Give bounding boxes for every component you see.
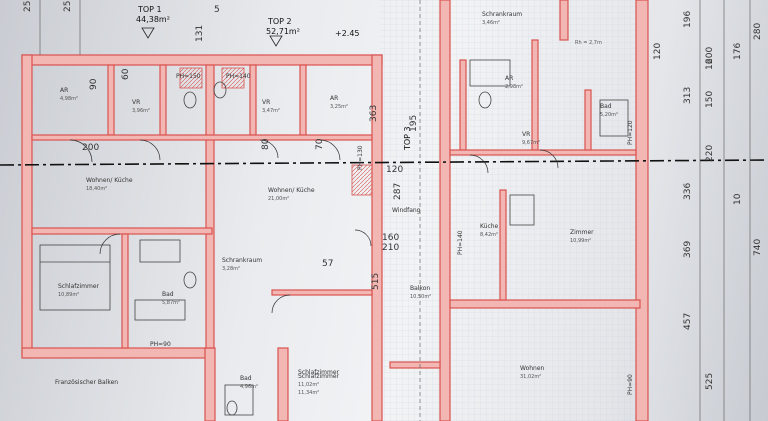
hatched-columns xyxy=(179,67,373,196)
room-area: 9,67m² xyxy=(522,140,540,146)
dim: 57 xyxy=(322,259,333,269)
top2-label: TOP 2 xyxy=(267,17,292,26)
room-area: 31,02m² xyxy=(520,374,541,380)
room-name: Bad xyxy=(162,291,174,298)
room-area: 4,98m² xyxy=(60,96,78,102)
room-area: 4,96m² xyxy=(240,384,258,390)
dim: 195 xyxy=(409,115,419,132)
dim: 313 xyxy=(683,87,693,104)
dim: 250 xyxy=(63,0,73,12)
level-mark: +2.45 xyxy=(335,29,360,38)
top1-label: TOP 1 xyxy=(137,5,162,14)
room-name: Schlafzimmer xyxy=(298,369,340,376)
room-name: AR xyxy=(505,75,513,82)
fixtures xyxy=(39,59,629,416)
ph140-label-b: PH=140 xyxy=(457,230,464,255)
room-name: Bad xyxy=(600,103,612,110)
dim: 363 xyxy=(369,105,379,122)
room-area: 10,89m² xyxy=(58,292,79,298)
dim: 120 xyxy=(653,43,663,60)
top1-area: 44,38m² xyxy=(136,15,170,24)
dim: 70 xyxy=(315,138,325,150)
dim: 150 xyxy=(705,91,715,108)
dim: 515 xyxy=(371,273,381,290)
dim: 525 xyxy=(705,373,715,390)
ph90-label-b: PH=90 xyxy=(627,374,634,395)
door-swings xyxy=(69,139,559,314)
room-area: 8,42m² xyxy=(480,232,498,238)
dim: 10 xyxy=(733,193,743,205)
dimension-lines xyxy=(39,0,751,421)
room-name: Zimmer xyxy=(570,229,594,236)
room-area: 3,47m² xyxy=(262,108,280,114)
room-name: Schlafzimmer xyxy=(58,283,100,290)
room-area: 3,46m² xyxy=(482,20,500,26)
room-area: 3,96m² xyxy=(132,108,150,114)
walls xyxy=(21,0,649,421)
dim: 60 xyxy=(121,68,131,80)
dim: 120 xyxy=(386,165,403,175)
dim: 457 xyxy=(683,313,693,330)
room-name: Wohnen/ Küche xyxy=(86,177,133,184)
dim: 80 xyxy=(261,138,271,150)
ph140-label: PH=140 xyxy=(226,73,251,80)
room-area: 5,87m² xyxy=(162,300,180,306)
dim: 16 xyxy=(705,58,715,70)
room-area: 11,02m² xyxy=(298,382,319,388)
dim: 90 xyxy=(89,78,99,90)
room-area: 11,34m² xyxy=(298,390,319,396)
room-name: Schrankraum xyxy=(482,11,522,18)
room-area: 3,28m² xyxy=(222,266,240,272)
room-name: VR xyxy=(522,131,530,138)
room-name: Wohnen/ Küche xyxy=(268,187,315,194)
room-labels: AR 4,98m² VR 3,96m² VR 3,47m² AR 3,25m² … xyxy=(58,11,618,396)
room-name: VR xyxy=(262,99,270,106)
room-name: Schlafzimmer xyxy=(298,373,340,380)
room-name: AR xyxy=(60,87,68,94)
room-name: VR xyxy=(132,99,140,106)
room-area: 10,99m² xyxy=(570,238,591,244)
dim: 131 xyxy=(195,25,205,42)
dim: 210 xyxy=(382,243,399,253)
dim: 220 xyxy=(705,145,715,162)
room-area: 21,00m² xyxy=(268,196,289,202)
dimension-labels: 256 250 131 5 200 90 60 80 70 120 160 21… xyxy=(23,0,763,390)
annotations: Französischer Balken PH=90 PH=150 PH=140… xyxy=(55,73,634,395)
ph130-label: PH=130 xyxy=(357,145,364,170)
top2-area: 52,71m² xyxy=(266,27,300,36)
dim: 5 xyxy=(214,5,220,15)
room-name: Windfang xyxy=(392,207,421,214)
dim: 196 xyxy=(683,11,693,28)
ph120-label: PH=120 xyxy=(627,120,634,145)
dim: 160 xyxy=(382,233,399,243)
french-balcony-label: Französischer Balken xyxy=(55,379,118,386)
dim: 336 xyxy=(683,183,693,200)
room-name: Schrankraum xyxy=(222,257,262,264)
room-name: Küche xyxy=(480,223,499,230)
room-name: Bad xyxy=(240,375,252,382)
dim: 280 xyxy=(753,23,763,40)
unit-markers: TOP 1 44,38m² TOP 2 52,71m² +2.45 TOP 3 xyxy=(136,5,412,151)
ph150-label: PH=150 xyxy=(176,73,201,80)
ph90-label: PH=90 xyxy=(150,341,171,348)
room-name: Wohnen xyxy=(520,365,545,372)
section-line xyxy=(0,159,768,166)
dim: 200 xyxy=(82,143,99,153)
room-height: Rh = 2,7m xyxy=(575,40,602,46)
room-area: 10,50m² xyxy=(410,294,431,300)
dim: 176 xyxy=(733,43,743,60)
dim: 369 xyxy=(683,241,693,258)
dim: 256 xyxy=(23,0,33,12)
room-area: 2,98m² xyxy=(505,84,523,90)
dim: 200 xyxy=(705,47,715,64)
dim: 740 xyxy=(753,239,763,256)
dim: 287 xyxy=(393,183,403,200)
room-area: 5,20m² xyxy=(600,112,618,118)
top3-label: TOP 3 xyxy=(403,126,412,151)
room-area: 18,40m² xyxy=(86,186,107,192)
room-name: AR xyxy=(330,95,338,102)
room-area: 3,25m² xyxy=(330,104,348,110)
